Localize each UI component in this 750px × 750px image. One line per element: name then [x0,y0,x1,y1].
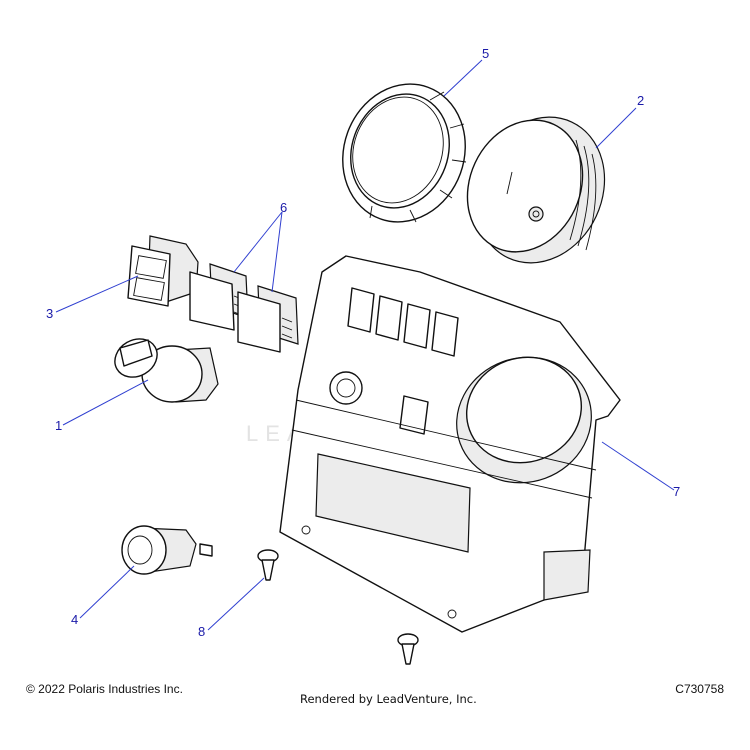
part-4-power-outlet [121,525,213,575]
callout-7: 7 [673,484,680,499]
callout-4: 4 [71,612,78,627]
part-8-push-rivet-b [397,633,419,665]
callout-1: 1 [55,418,62,433]
leader-8 [207,577,265,631]
leader-lines [55,59,675,631]
leader-1 [62,379,149,426]
leader-3 [55,275,139,313]
part-3-switch [127,235,199,307]
copyright-text: © 2022 Polaris Industries Inc. [26,682,183,696]
leader-2 [595,107,637,149]
callout-5: 5 [482,46,489,61]
part-7-dash-panel [279,255,621,633]
callout-2: 2 [637,93,644,108]
leader-6a [233,211,283,273]
part-5-bezel-ring [342,83,467,223]
callout-8: 8 [198,624,205,639]
part-6-switch-cover-b [237,285,299,353]
callout-3: 3 [46,306,53,321]
rendered-by-text: Rendered by LeadVenture, Inc. [300,692,477,706]
part-1-ignition-switch [114,338,219,403]
leader-5 [443,59,483,97]
leader-7 [601,441,675,491]
diagram-code: C730758 [675,682,724,696]
leader-6b [271,211,283,293]
part-2-gauge [466,116,606,264]
callout-6: 6 [280,200,287,215]
part-8-push-rivet-a [257,549,279,581]
leader-4 [79,565,135,619]
